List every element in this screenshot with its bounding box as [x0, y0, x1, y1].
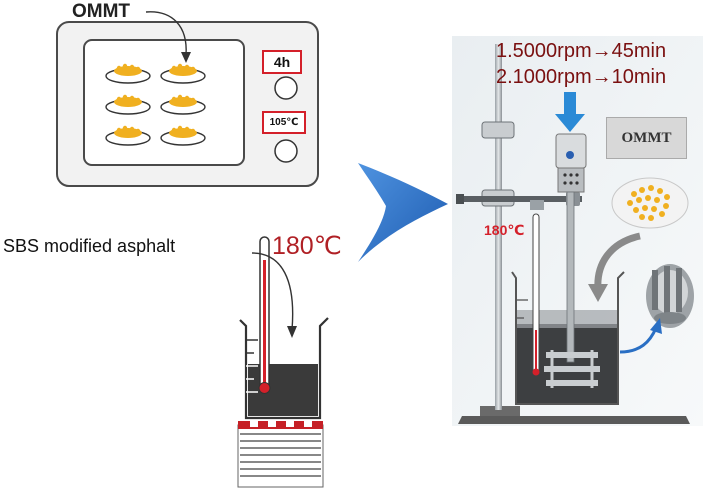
hot-plate-icon — [237, 421, 324, 488]
oven-temperature-display: 105℃ — [262, 111, 306, 134]
asphalt-label: SBS modified asphalt — [3, 236, 176, 256]
oven-knob — [274, 139, 298, 163]
process-arrow-icon — [358, 163, 448, 262]
oven-knob — [274, 76, 298, 100]
sample-dish — [105, 63, 151, 84]
shear-temperature: 180℃ — [484, 222, 525, 238]
beaker-icon — [239, 317, 329, 420]
ommt-pointer-arrow — [145, 11, 187, 56]
heating-element — [238, 421, 323, 429]
ommt-granules — [611, 177, 689, 229]
shear-step-1: 1.5000rpm→45min — [496, 40, 667, 62]
ommt-material-box: OMMT — [606, 117, 687, 159]
sample-dish — [105, 94, 151, 115]
sample-dish — [160, 125, 206, 146]
thermometer-icon — [532, 213, 540, 376]
shear-link-arrow-head — [650, 318, 662, 334]
stand-icon — [456, 44, 690, 424]
shear-step-2: 2.1000rpm→10min — [496, 66, 667, 88]
sample-dish — [105, 125, 151, 146]
oven-time-display: 4h — [262, 50, 302, 74]
oven-ommt-label: OMMT — [72, 1, 131, 22]
shear-head-icon — [646, 264, 694, 328]
asphalt-temperature: 180℃ — [272, 232, 342, 260]
rpm-pointer-arrow — [555, 92, 585, 132]
sample-dish — [160, 63, 206, 84]
asphalt-liquid — [248, 364, 318, 416]
asphalt-pointer-arrow — [251, 252, 294, 331]
feed-arrow-head — [588, 284, 608, 302]
stirrer-icon — [544, 133, 600, 388]
ommt-pointer-arrow-head — [181, 52, 191, 63]
thermometer-icon — [258, 236, 271, 394]
sample-dishes — [105, 63, 206, 146]
feed-arrow — [594, 232, 641, 291]
asphalt-pointer-arrow-head — [287, 326, 297, 338]
sample-dish — [160, 94, 206, 115]
